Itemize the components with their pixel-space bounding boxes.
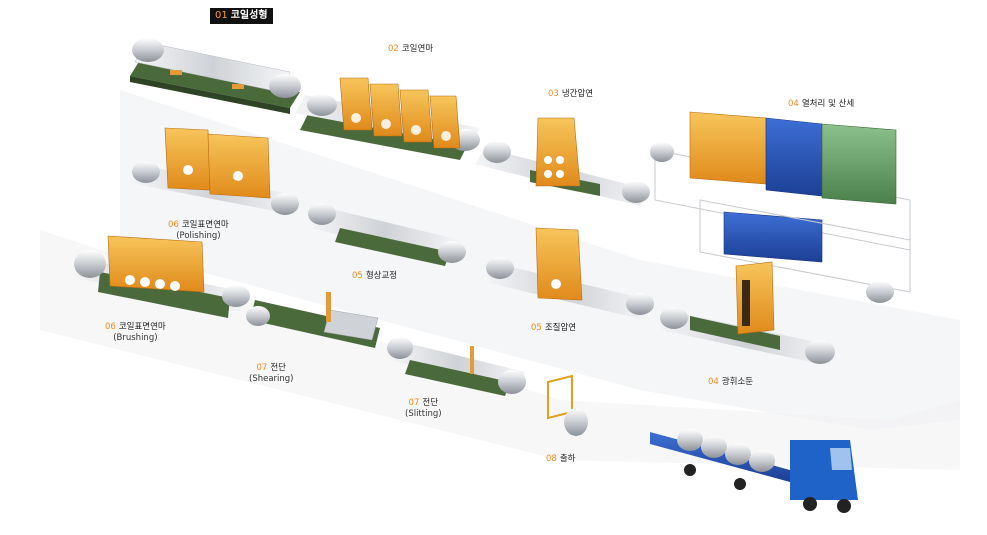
surface-brushing-machine: [74, 235, 250, 318]
step-name: 냉간압연: [561, 89, 594, 99]
step-number: 01: [215, 10, 228, 21]
step-number: 04: [788, 99, 799, 109]
step-name: 코일표면연마: [181, 220, 229, 230]
step-number: 05: [531, 323, 542, 333]
temper-rolling-machine: [485, 227, 654, 320]
step-subtitle: (Slitting): [405, 409, 442, 419]
step-number: 02: [388, 44, 399, 54]
step-name: 코일연마: [401, 44, 434, 54]
slitting-machine: [387, 337, 526, 396]
coil-polishing-machine: [295, 77, 480, 160]
step-name: 전단: [270, 363, 286, 373]
step-subtitle: (Polishing): [176, 231, 221, 241]
cold-rolling-machine: [475, 117, 650, 206]
step-number: 07: [408, 398, 420, 408]
step-name: 광휘소둔: [721, 377, 754, 387]
step-name: 출하: [559, 454, 576, 464]
coil-forming-machine: [130, 38, 301, 114]
step-number: 06: [105, 322, 116, 332]
step-number: 05: [352, 271, 363, 281]
step-name: 코일성형: [230, 10, 268, 21]
step-number: 03: [548, 89, 559, 99]
step-name: 전단: [422, 398, 439, 408]
shape-correction-machine: [308, 203, 466, 266]
step-name: 열처리 및 산세: [801, 99, 855, 109]
step-number: 06: [168, 220, 179, 230]
shearing-machine: [246, 292, 380, 348]
shipping-coil: [547, 374, 588, 436]
delivery-truck: [650, 429, 858, 513]
surface-polishing-machine: [130, 127, 300, 215]
step-number: 04: [708, 377, 719, 387]
step-subtitle: (Brushing): [113, 333, 158, 343]
step-name: 형상교정: [365, 271, 398, 281]
step-number: 07: [256, 363, 268, 373]
step-number: 08: [546, 454, 557, 464]
heat-treatment-pickling-line: [650, 111, 911, 303]
step-name: 조질압연: [544, 323, 577, 333]
step-name: 코일표면연마: [118, 322, 166, 332]
step-subtitle: (Shearing): [249, 374, 294, 384]
bright-annealing-machine: [660, 261, 835, 366]
